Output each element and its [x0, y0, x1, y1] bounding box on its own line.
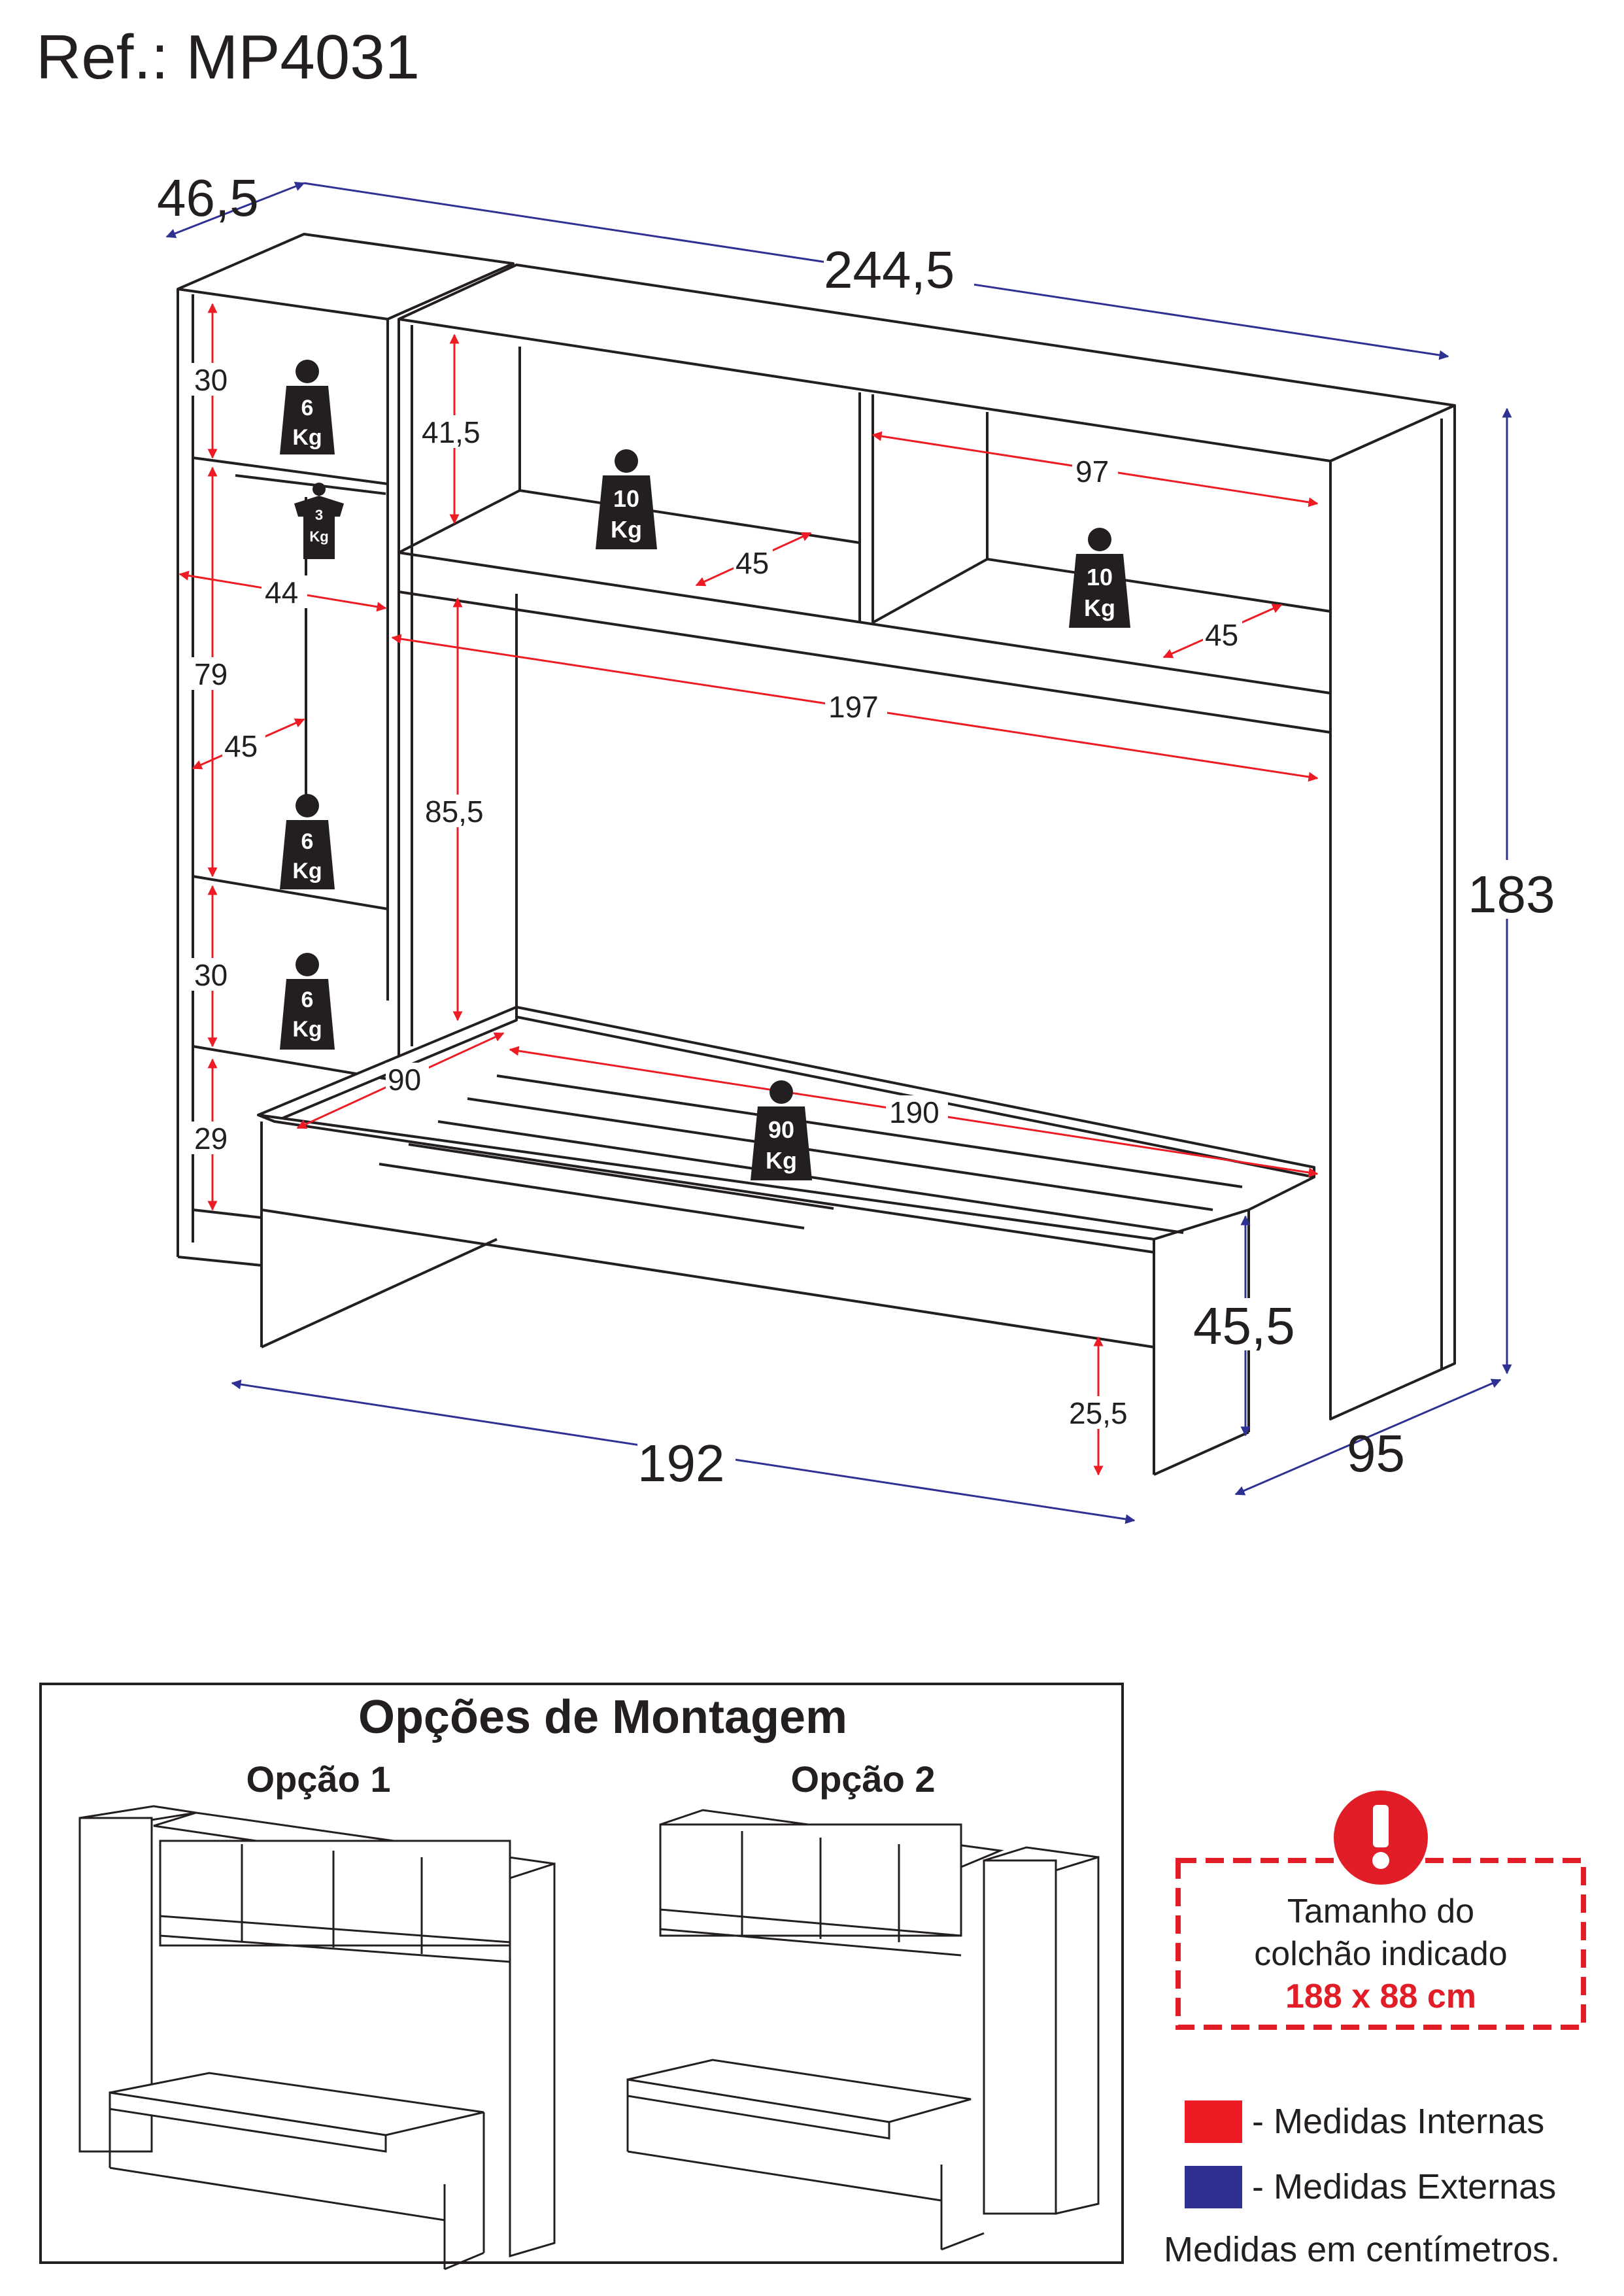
legend-internal-swatch	[1185, 2100, 1242, 2143]
legend-external-swatch	[1185, 2166, 1242, 2208]
assembly-options-box: Opções de Montagem Opção 1 Opção 2	[39, 1683, 1124, 2270]
dim-label-rod-width: 44	[265, 575, 298, 609]
dim-label-bed-height: 45,5	[1193, 1297, 1295, 1355]
option2-label: Opção 2	[791, 1758, 936, 1800]
option1-drawing	[78, 1805, 556, 2270]
mattress-notice: Tamanho do colchão indicado 188 x 88 cm	[1176, 1791, 1586, 2030]
dim-label-cabinet-depth-left: 45	[736, 546, 769, 580]
dim-depth-bed	[1234, 1379, 1502, 1496]
weight-hanger-icon: 3 Kg	[294, 483, 344, 559]
weight-shelf-low-icon: 6 Kg	[280, 953, 335, 1050]
svg-text:Kg: Kg	[292, 425, 322, 450]
notice-line1: Tamanho do	[1287, 1893, 1474, 1930]
svg-text:6: 6	[301, 829, 314, 854]
dim-label-niche-mid: 30	[194, 958, 228, 992]
legend-internal-label: - Medidas Internas	[1252, 2102, 1544, 2141]
dim-label-hanging-height: 79	[194, 657, 228, 691]
svg-text:Kg: Kg	[292, 1017, 322, 1042]
legend: - Medidas Internas - Medidas Externas Me…	[1164, 2100, 1560, 2269]
legend-units: Medidas em centímetros.	[1164, 2230, 1560, 2269]
option2-drawing	[626, 1809, 1100, 2251]
svg-text:10: 10	[1087, 564, 1113, 591]
dim-label-under-bridge: 85,5	[425, 795, 484, 829]
dim-label-length: 192	[637, 1434, 724, 1492]
dim-label-cabinet-depth-right: 45	[1205, 618, 1238, 652]
weight-shelf-top-icon: 6 Kg	[280, 360, 335, 454]
dim-label-depth-top: 46,5	[157, 169, 259, 227]
svg-text:Kg: Kg	[1084, 594, 1115, 621]
assembly-title: Opções de Montagem	[358, 1691, 847, 1743]
external-dim-labels: 46,5 244,5 183 192 95 45,5	[157, 169, 1555, 1494]
svg-text:90: 90	[768, 1116, 794, 1143]
svg-text:3: 3	[315, 507, 323, 523]
weight-shelf-mid-icon: 6 Kg	[280, 794, 335, 889]
svg-text:Kg: Kg	[309, 528, 328, 545]
dim-label-cabinet-width: 97	[1075, 454, 1109, 488]
right-tower	[1329, 404, 1456, 1420]
dim-label-cabinet-height: 41,5	[422, 415, 481, 449]
dim-label-width-top: 244,5	[824, 241, 955, 299]
dim-label-depth-bed: 95	[1347, 1424, 1405, 1482]
dim-label-bridge-width: 197	[828, 690, 879, 724]
dim-depth-top	[165, 181, 305, 239]
weight-cabinet-left-icon: 10 Kg	[596, 449, 657, 549]
weight-cabinet-right-icon: 10 Kg	[1069, 528, 1130, 628]
notice-line2: colchão indicado	[1254, 1935, 1507, 1973]
svg-text:6: 6	[301, 987, 314, 1012]
weight-bed-icon: 90 Kg	[751, 1080, 812, 1180]
svg-text:Kg: Kg	[611, 516, 642, 543]
furniture-drawing	[177, 233, 1456, 1476]
option1-label: Opção 1	[246, 1758, 391, 1800]
dim-label-niche-top: 30	[194, 363, 228, 397]
svg-text:6: 6	[301, 396, 314, 420]
dim-label-niche-low: 29	[194, 1122, 228, 1156]
dim-label-hanging-depth: 45	[224, 729, 258, 763]
svg-text:Kg: Kg	[292, 859, 322, 883]
svg-text:Kg: Kg	[766, 1147, 797, 1174]
legend-external-label: - Medidas Externas	[1252, 2167, 1556, 2206]
dim-label-height: 183	[1468, 865, 1555, 923]
notice-size: 188 x 88 cm	[1285, 1978, 1476, 2015]
svg-text:10: 10	[613, 485, 639, 512]
dim-label-under-bed: 25,5	[1069, 1396, 1128, 1430]
dim-label-bed-width: 90	[388, 1063, 421, 1097]
reference-title: Ref.: MP4031	[36, 22, 420, 92]
dim-label-bed-length: 190	[889, 1095, 939, 1129]
internal-dim-labels: 30 41,5 97 45 45 44 79 45 197 85,5 30 29…	[191, 363, 1242, 1430]
